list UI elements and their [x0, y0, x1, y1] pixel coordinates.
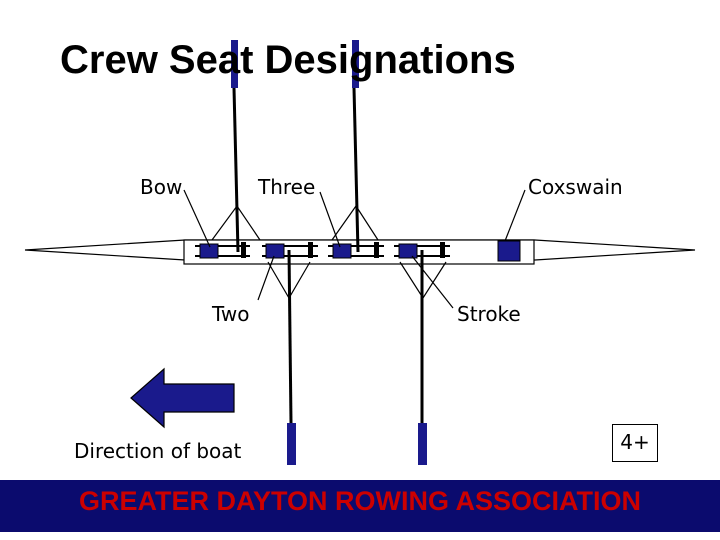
foot-stretchers — [241, 242, 445, 258]
left-arrow-icon — [130, 367, 235, 429]
seat-stroke — [398, 243, 418, 259]
footer-bar — [0, 480, 720, 532]
page-title: Crew Seat Designations — [60, 38, 516, 82]
footer-title: GREATER DAYTON ROWING ASSOCIATION — [78, 486, 642, 516]
seat-coxswain — [497, 240, 521, 262]
label-direction: Direction of boat — [74, 439, 242, 463]
oar-blades — [231, 40, 427, 465]
label-stroke: Stroke — [457, 302, 521, 326]
label-bow: Bow — [140, 175, 183, 199]
label-two: Two — [212, 302, 250, 326]
label-coxswain: Coxswain — [528, 175, 623, 199]
rower-seats — [199, 243, 418, 259]
leader-lines — [183, 189, 526, 309]
oar-shafts — [232, 87, 424, 424]
seat-two — [265, 243, 285, 259]
seat-three — [332, 243, 352, 259]
label-three: Three — [258, 175, 316, 199]
boat-class-badge: 4+ — [612, 424, 658, 462]
